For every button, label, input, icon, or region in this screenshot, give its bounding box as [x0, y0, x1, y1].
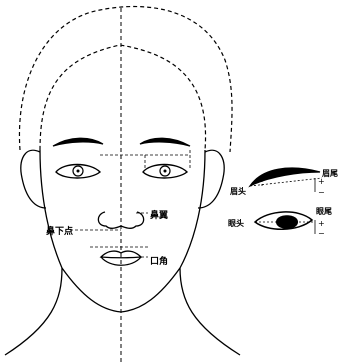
right-pupil: [164, 170, 167, 173]
eye-minus-mark: −: [318, 229, 325, 238]
left-eyebrow: [53, 138, 103, 146]
eye-tail-label: 眼尾: [316, 207, 332, 216]
eye-plus-mark: +: [318, 219, 325, 228]
left-ear: [21, 150, 46, 208]
left-pupil: [77, 170, 80, 173]
brow-plus-mark: +: [318, 177, 325, 186]
brow-head-label: 眉头: [230, 186, 246, 196]
mouth-corner-label: 口角: [150, 255, 168, 267]
hairline: [40, 45, 206, 150]
right-eyebrow: [140, 138, 190, 146]
hair-outline: [19, 7, 232, 152]
nose-bottom-label: 鼻下点: [46, 225, 73, 237]
eye-head-label: 眼头: [228, 218, 244, 228]
neck-right: [180, 268, 240, 355]
brow-detail-shape: [250, 168, 320, 186]
neck-left: [5, 268, 62, 355]
nose-wing-label: 鼻翼: [150, 209, 168, 221]
brow-minus-mark: −: [318, 188, 325, 197]
